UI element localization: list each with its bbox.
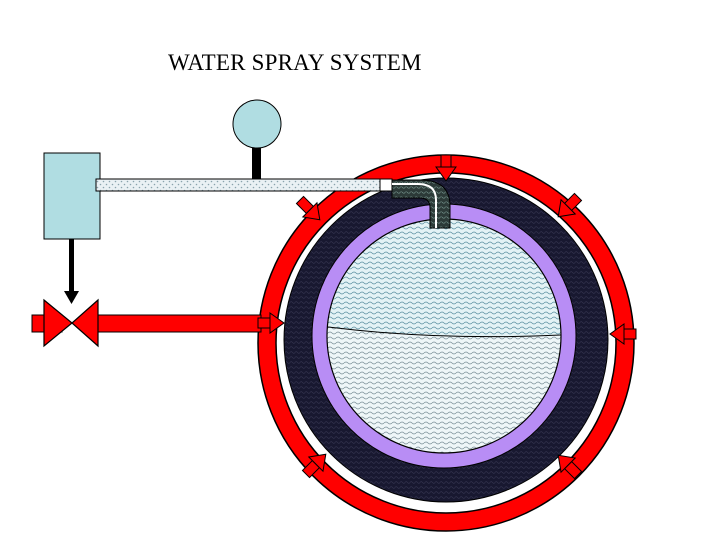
signal-line bbox=[64, 239, 79, 304]
sensing-line bbox=[95, 178, 393, 192]
spray-nozzle bbox=[557, 454, 583, 480]
spray-nozzle bbox=[257, 312, 285, 334]
spray-nozzle bbox=[435, 154, 457, 182]
pressure-gauge bbox=[232, 99, 282, 182]
spray-nozzle bbox=[557, 192, 583, 218]
spray-nozzles bbox=[257, 154, 637, 480]
spray-nozzle bbox=[301, 453, 327, 479]
spray-nozzle bbox=[295, 195, 321, 221]
diagram-title: WATER SPRAY SYSTEM bbox=[168, 50, 422, 75]
spray-nozzle bbox=[609, 323, 637, 345]
liquid-level bbox=[327, 325, 561, 338]
vessel-inlet-elbow bbox=[391, 179, 451, 229]
deluge-valve bbox=[43, 298, 99, 348]
control-box bbox=[43, 152, 101, 240]
